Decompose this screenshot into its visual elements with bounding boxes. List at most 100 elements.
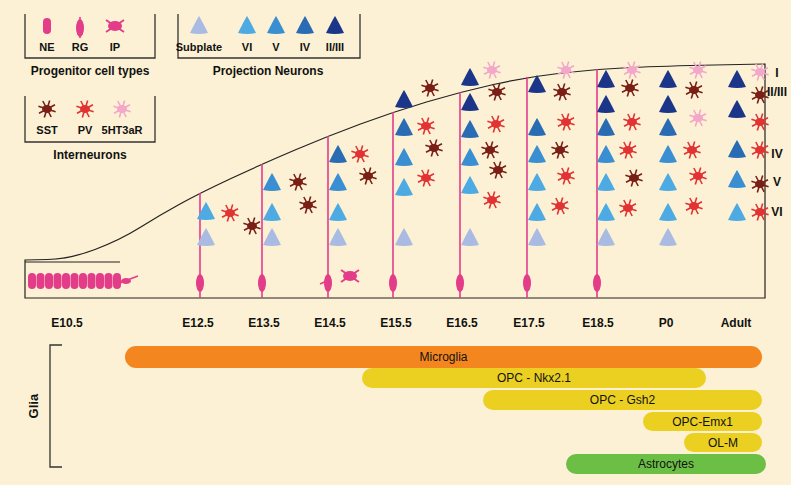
neuroepithelial-cell [43,18,51,34]
interneuron-soma [487,66,497,74]
projection-neuron [263,228,281,246]
legend-label: NE [39,41,54,53]
interneuron-process [417,169,434,186]
glia-label: OPC - Nkx2.1 [491,371,577,385]
interneuron-process [751,63,768,80]
radial-glia-soma [389,274,397,292]
neuroepithelial-cell [54,273,62,289]
legend-label: RG [72,41,89,53]
interneuron-process [488,83,505,100]
interneuron-soma [485,146,495,154]
projection-neuron [659,95,677,113]
interneuron-soma [623,146,633,154]
projection-neuron [728,170,746,188]
interneuron-process [685,81,702,98]
interneuron-process [557,113,574,130]
interneuron-soma [693,172,703,180]
radial-glia-soma [456,274,464,292]
interneuron-soma [627,66,637,74]
interneuron-soma [555,202,565,210]
interneuron-soma [557,88,567,96]
projection-neuron [659,173,677,191]
projection-neuron [267,16,285,34]
neuroepithelial-cell [28,273,36,289]
interneuron-soma [561,172,571,180]
glia-bar: OPC-Emx1 [643,412,762,431]
projection-neuron [659,70,677,88]
glia-bar: Astrocytes [566,454,766,474]
interneuron-process [481,141,498,158]
interneuron-soma [117,105,127,113]
radial-glia-soma [258,274,266,292]
radial-glia-soma [593,274,601,292]
interneuron-process [483,61,500,78]
ventricular-line [25,262,120,263]
projection-neuron [597,118,615,136]
interneuron-soma [689,202,699,210]
projection-neuron [326,16,344,34]
time-label: E17.5 [513,317,544,330]
neuroepithelial-cell [105,273,113,289]
projection-neuron [728,140,746,158]
projection-neuron [597,70,615,88]
glia-bar: Microglia [125,346,762,368]
interneuron-process [299,196,316,213]
interneuron-process [417,117,434,134]
interneuron-process [421,79,438,96]
radial-glia-soma [196,274,204,292]
interneuron-process [289,173,306,190]
time-label: E12.5 [182,317,213,330]
interneuron-process [557,167,574,184]
interneuron-process [551,197,568,214]
interneuron-soma [561,66,571,74]
interneuron-process [619,199,636,216]
group-heading: Glia [27,394,41,419]
radial-glia-fiber [120,276,138,283]
projection-neuron [728,203,746,221]
glia-bar: OPC - Nkx2.1 [362,368,706,388]
legend-label: 5HT3aR [102,124,143,136]
glia-label: OL-M [702,436,744,450]
projection-neuron [461,176,479,194]
neuroepithelial-cell [37,273,45,289]
radial-glia-soma [76,19,84,37]
time-label: E15.5 [380,317,411,330]
interneuron-soma [561,118,571,126]
interneuron-soma [429,144,439,152]
radial-glia-soma [523,274,531,292]
projection-neuron [238,16,256,34]
interneuron-soma [487,196,497,204]
interneuron-soma [755,208,765,216]
interneuron-soma [623,204,633,212]
radial-glia-soma [324,274,332,292]
projection-neuron [461,120,479,138]
interneuron-process [553,83,570,100]
interneuron-soma [363,172,373,180]
interneuron-soma [247,222,257,230]
interneuron-process [551,141,568,158]
projection-neuron [528,203,546,221]
interneuron-process [689,61,706,78]
neuroepithelial-cell [88,273,96,289]
time-label: E10.5 [51,317,82,330]
interneuron-process [689,167,706,184]
time-label: P0 [659,317,674,330]
glia-bar: OPC - Gsh2 [483,390,762,410]
radial-glia-soma [121,278,131,284]
projection-neuron [659,203,677,221]
interneuron-soma [421,174,431,182]
projection-neuron [728,70,746,88]
ip-soma [343,271,357,281]
neuroepithelial-cell [45,273,53,289]
interneuron-process [359,167,376,184]
projection-neuron [329,145,347,163]
interneuron-process [683,141,700,158]
projection-neuron [728,100,746,118]
group-heading: Interneurons [53,149,126,162]
glia-label: OPC-Emx1 [666,415,739,429]
legend-label: IV [300,41,310,53]
radial-glia-fiber [327,136,329,298]
projection-neuron [461,228,479,246]
projection-neuron [296,16,314,34]
